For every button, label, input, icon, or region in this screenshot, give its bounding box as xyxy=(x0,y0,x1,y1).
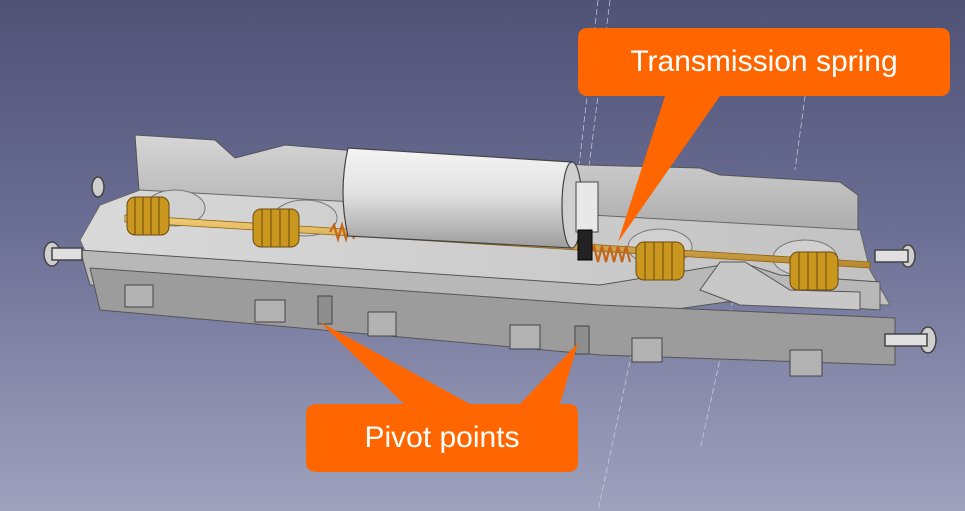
underside-details xyxy=(124,284,823,377)
callout-pivot-label: Pivot points xyxy=(364,421,519,454)
worm-gear-1 xyxy=(126,196,170,236)
axle-pins xyxy=(43,176,937,354)
callout-transmission-spring: Transmission spring xyxy=(578,28,950,242)
worm-gears xyxy=(126,196,839,291)
worm-gear-2 xyxy=(252,208,300,248)
worm-gear-3 xyxy=(635,241,685,281)
worm-gear-4 xyxy=(789,251,839,291)
motor xyxy=(342,147,599,261)
callout-transmission-label: Transmission spring xyxy=(630,45,897,78)
callout-pivot-points: Pivot points xyxy=(306,322,578,472)
